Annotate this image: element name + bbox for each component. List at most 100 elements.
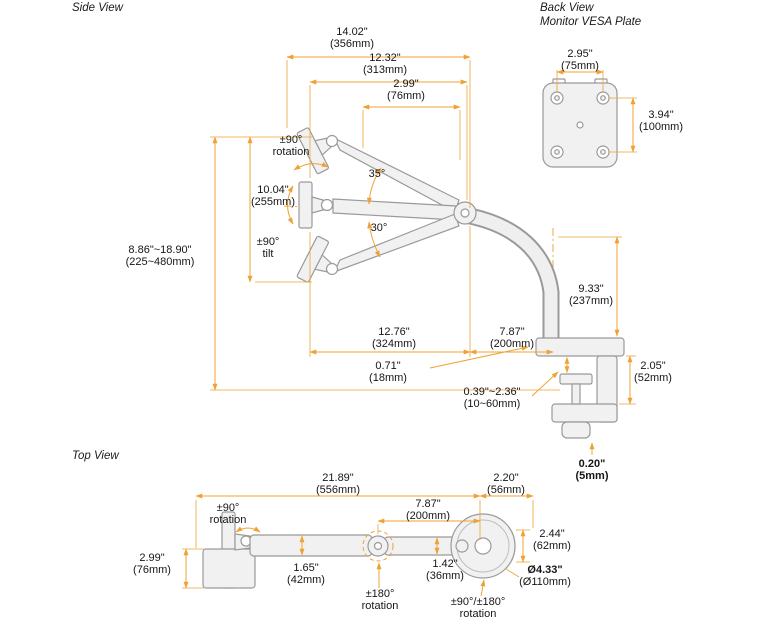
rotation-word: rotation (361, 600, 399, 612)
dim-side-arm-width: 12.32" (313mm) (363, 52, 407, 76)
dim-base-small: 2.44" (62mm) (533, 528, 571, 552)
dim-mm: (100mm) (638, 121, 684, 133)
dim-inches: Ø4.33" (527, 564, 563, 576)
dim-mm: (76mm) (387, 90, 425, 102)
dim-mm: (76mm) (133, 564, 171, 576)
dim-inches: 1.42" (432, 558, 458, 570)
clamp-top-plate (535, 337, 625, 357)
dim-mm: (200mm) (405, 510, 451, 522)
dim-vesa-height: 3.94" (100mm) (639, 109, 683, 133)
rotation-word: rotation (272, 146, 310, 158)
dim-vesa-width: 2.95" (75mm) (561, 48, 599, 72)
dim-inches: 14.02" (336, 26, 368, 38)
dim-side-head-width: 2.99" (76mm) (387, 78, 425, 102)
dim-clamp-range: 0.39"~2.36" (10~60mm) (463, 386, 520, 410)
dim-inches: 10.04" (257, 184, 289, 196)
top-view-drawing (202, 511, 516, 589)
tilt-value: ±90° (256, 236, 280, 248)
dim-inches: 9.33" (578, 283, 604, 295)
label-angle-up: 35° (369, 168, 386, 180)
dim-inches: 1.65" (293, 562, 319, 574)
dim-inches: 21.89" (322, 472, 354, 484)
dim-base-offset: 2.20" (56mm) (487, 472, 525, 496)
rotation-value: ±90°/±180° (450, 596, 506, 608)
dim-inches: 2.99" (393, 78, 419, 90)
dim-arm1-width: 1.65" (42mm) (287, 562, 325, 586)
rotation-word: rotation (459, 608, 497, 620)
dim-mm: (237mm) (568, 295, 614, 307)
back-view-title: Back View (540, 2, 594, 14)
label-rotation-top: ±90° rotation (273, 134, 310, 158)
dim-mm: (75mm) (561, 60, 599, 72)
side-view-title: Side View (72, 2, 123, 14)
label-rotation-elbow: ±180° rotation (362, 588, 399, 612)
vesa-head-down (296, 235, 339, 283)
dim-mm: (5mm) (575, 470, 609, 482)
dim-plate-thickness: 0.71" (18mm) (369, 360, 407, 384)
rotation-word: rotation (209, 514, 247, 526)
dim-inches: 2.20" (493, 472, 519, 484)
dim-side-total-width: 14.02" (356mm) (330, 26, 374, 50)
dim-inches: 2.05" (640, 360, 666, 372)
dim-mm: (313mm) (362, 64, 408, 76)
dim-inches: 12.76" (378, 326, 410, 338)
dim-lower-arm: 12.76" (324mm) (372, 326, 416, 350)
rotation-value: ±90° (279, 134, 303, 146)
dim-mm: (56mm) (487, 484, 525, 496)
label-angle-down: 30° (371, 222, 388, 234)
dim-mm: (10~60mm) (463, 398, 521, 410)
dim-inches: 2.95" (567, 48, 593, 60)
dim-inches: 0.71" (375, 360, 401, 372)
dimension-lines (183, 54, 636, 597)
dim-arm2-width: 1.42" (36mm) (426, 558, 464, 582)
dim-total-reach: 21.89" (556mm) (316, 472, 360, 496)
dim-mm: (356mm) (329, 38, 375, 50)
dim-inches: 7.87" (499, 326, 525, 338)
dim-mm: (324mm) (371, 338, 417, 350)
dim-arm-to-pole: 7.87" (200mm) (490, 326, 534, 350)
dim-mm: (Ø110mm) (519, 576, 571, 588)
dim-inches: 0.39"~2.36" (463, 386, 521, 398)
vesa-head-middle (298, 181, 334, 229)
dim-mm: (62mm) (533, 540, 571, 552)
dim-clamp-height: 2.05" (52mm) (634, 360, 672, 384)
back-view-drawing (542, 78, 618, 168)
dim-second-arm: 7.87" (200mm) (406, 498, 450, 522)
dim-inches: 2.99" (139, 552, 165, 564)
dim-mm: (556mm) (315, 484, 361, 496)
label-rotation-head: ±90° rotation (210, 502, 247, 526)
label-tilt: ±90° tilt (257, 236, 280, 260)
dim-inches: 0.20" (578, 458, 606, 470)
dim-mm: (42mm) (287, 574, 325, 586)
dim-mm: (255mm) (250, 196, 296, 208)
dim-foot-depth: 2.99" (76mm) (133, 552, 171, 576)
angle-value: 30° (370, 222, 388, 234)
tilt-word: tilt (262, 248, 274, 260)
dim-mm: (52mm) (634, 372, 672, 384)
dim-pad-thickness: 0.20" (5mm) (575, 458, 608, 482)
dim-mm: (18mm) (369, 372, 407, 384)
dim-inches: 12.32" (369, 52, 401, 64)
rotation-value: ±180° (365, 588, 395, 600)
side-view-drawing (296, 127, 625, 439)
dim-head-travel: 10.04" (255mm) (251, 184, 295, 208)
dim-height-range: 8.86"~18.90" (225~480mm) (126, 244, 195, 268)
dim-inches: 8.86"~18.90" (128, 244, 192, 256)
rotation-value: ±90° (216, 502, 240, 514)
dim-inches: 2.44" (539, 528, 565, 540)
top-view-title: Top View (72, 450, 119, 462)
dim-base-diameter: Ø4.33" (Ø110mm) (519, 564, 571, 588)
dim-inches: 7.87" (415, 498, 441, 510)
dim-mm: (200mm) (489, 338, 535, 350)
clamp-knob (561, 421, 591, 439)
label-rotation-base: ±90°/±180° rotation (451, 596, 506, 620)
extension-lines (182, 60, 637, 589)
dim-riser-height: 9.33" (237mm) (569, 283, 613, 307)
dim-mm: (225~480mm) (125, 256, 195, 268)
foot-plate (202, 548, 256, 589)
angle-value: 35° (368, 168, 386, 180)
dim-mm: (36mm) (426, 570, 464, 582)
back-view-subtitle: Monitor VESA Plate (540, 16, 642, 28)
